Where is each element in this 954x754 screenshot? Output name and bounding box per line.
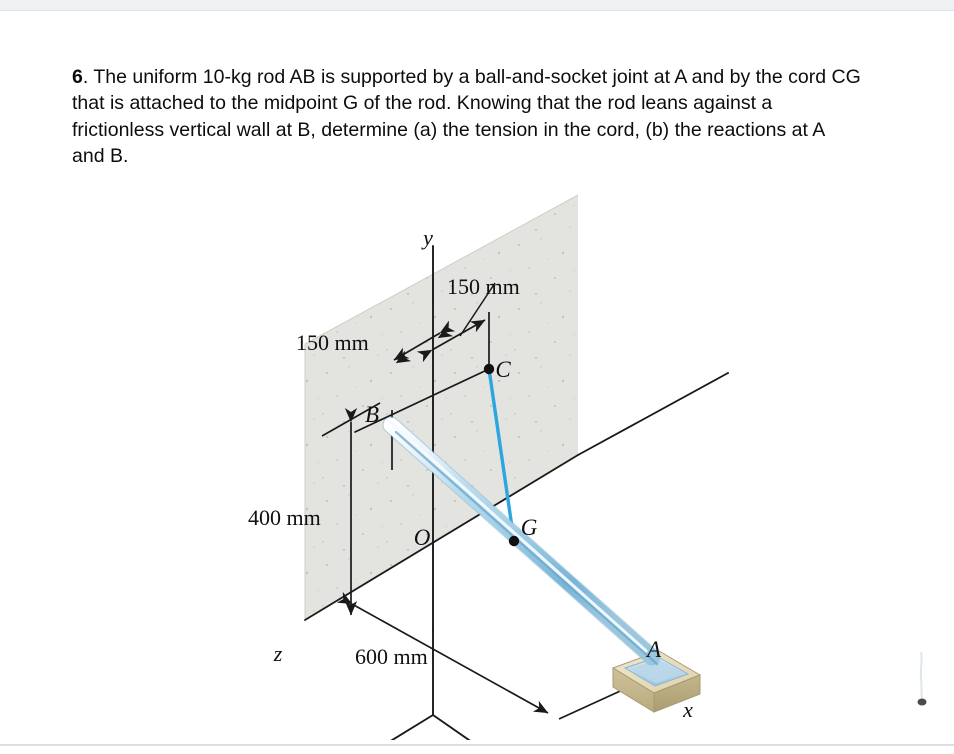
label-point-o: O: [414, 525, 431, 550]
bottom-divider: [0, 744, 954, 746]
label-dimension-150mm-left: 150 mm: [296, 330, 369, 355]
top-browser-band: [0, 0, 954, 11]
dimension-400mm-group: [321, 402, 381, 616]
cord-cg: [487, 367, 516, 543]
dot-g: [508, 535, 520, 547]
x-axis-placeholder: [433, 710, 700, 715]
problem-body: The uniform 10-kg rod AB is supported by…: [72, 65, 861, 168]
label-dimension-600mm: 600 mm: [355, 644, 428, 669]
label-x-axis: x: [682, 697, 693, 722]
dim-arrow-600: [336, 591, 549, 714]
ball-and-socket-support: [611, 650, 702, 713]
label-y-axis: y: [421, 225, 433, 250]
figure-container: y x z B C G O A 150 mm 150 mm 400 mm 600…: [0, 170, 954, 740]
problem-number: 6: [72, 65, 83, 88]
label-point-c: C: [495, 357, 511, 382]
x-axis-segment-1: [432, 714, 471, 740]
dim-arrow-150-left: [393, 320, 456, 361]
floor-diag-a: [578, 455, 636, 495]
ext-line-600-a: [558, 686, 630, 720]
problem-statement: 6. The uniform 10-kg rod AB is supported…: [72, 64, 862, 170]
dot-c: [483, 363, 495, 375]
node-dots: [483, 363, 520, 547]
label-point-b: B: [365, 402, 379, 427]
label-dimension-400mm: 400 mm: [248, 505, 321, 530]
x-axis-group: [432, 714, 471, 740]
z-axis: [390, 714, 434, 740]
rod-ab: [382, 416, 661, 666]
figure-labels: y x z B C G O A 150 mm 150 mm 400 mm 600…: [248, 225, 693, 722]
leader-150-upper: [459, 282, 496, 337]
label-dimension-150mm-upper: 150 mm: [447, 274, 520, 299]
floor-back-edge: [577, 372, 729, 456]
problem-number-suffix: .: [82, 65, 94, 88]
label-z-axis: z: [273, 641, 283, 666]
label-point-a: A: [645, 637, 662, 662]
wall-plane: [304, 194, 579, 620]
dimension-600mm-group: [336, 591, 630, 720]
c-horizontal-line: [354, 368, 490, 433]
mechanics-figure: y x z B C G O A 150 mm 150 mm 400 mm 600…: [248, 194, 729, 740]
bottom-whitespace: [0, 746, 954, 754]
label-point-g: G: [521, 515, 538, 540]
